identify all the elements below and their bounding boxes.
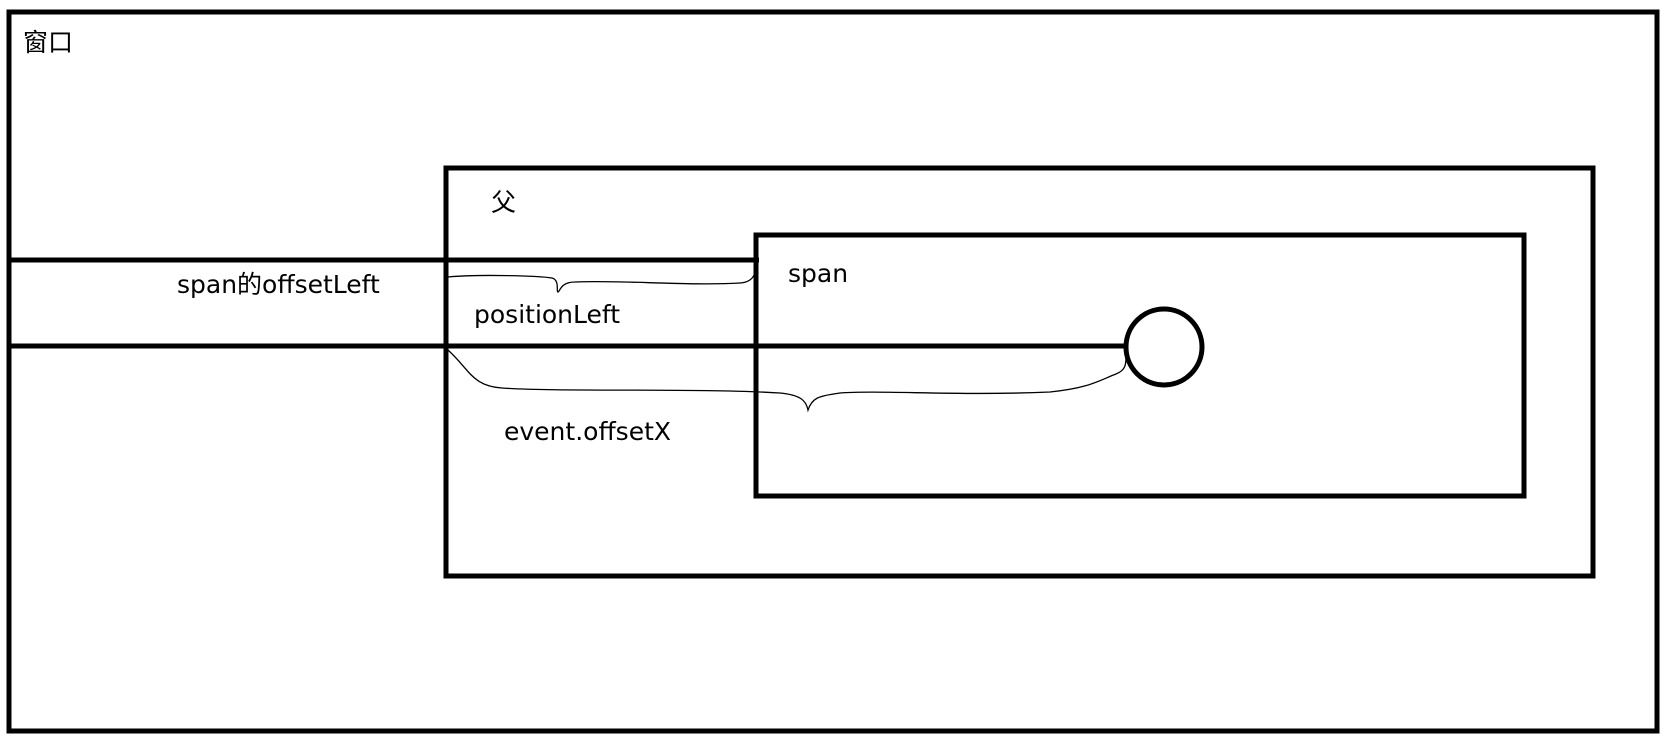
position-left-label: positionLeft [474, 300, 620, 329]
span-label: span [788, 259, 848, 288]
offset-left-label: span的offsetLeft [177, 270, 380, 299]
parent-box [443, 165, 1596, 579]
click-point-circle [1123, 306, 1205, 388]
parent-label: 父 [491, 188, 516, 217]
position-left-brace [447, 261, 757, 293]
event-offset-label: event.offsetX [504, 417, 671, 446]
window-label: 窗口 [23, 28, 73, 57]
event-offset-brace [447, 349, 1127, 413]
span-box [753, 232, 1527, 499]
window-box [6, 9, 1660, 734]
